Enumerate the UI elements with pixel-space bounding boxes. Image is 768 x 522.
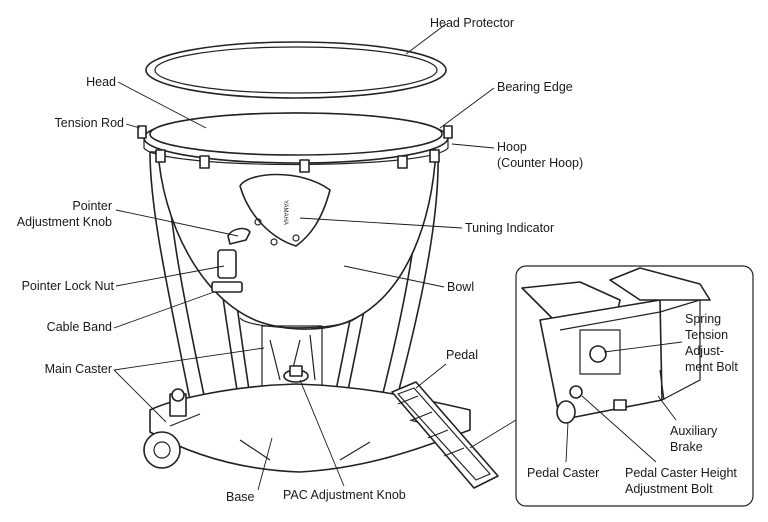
label-pedal-caster: Pedal Caster	[527, 466, 600, 480]
label-pointer-adjustment-knob-line2: Adjustment Knob	[16, 215, 112, 229]
label-tuning-indicator: Tuning Indicator	[465, 221, 555, 235]
pointer-knob-drawing	[211, 227, 251, 293]
label-bowl: Bowl	[447, 280, 475, 294]
label-pointer-adjustment-knob-line1: Pointer	[72, 199, 112, 213]
label-head: Head	[86, 75, 116, 89]
label-pedal: Pedal	[446, 348, 478, 362]
inset-drawing	[515, 265, 754, 507]
label-pac-adjustment-knob: PAC Adjustment Knob	[283, 488, 406, 502]
head-protector-drawing	[145, 41, 447, 99]
yamaha-logo: YAMAHA	[282, 200, 288, 225]
label-hoop-sub: (Counter Hoop)	[497, 156, 584, 170]
label-tension-rod: Tension Rod	[54, 116, 125, 130]
label-auxiliary-brake-line2: Brake	[670, 440, 703, 454]
label-spring-tension-line1: Spring	[685, 312, 722, 326]
label-auxiliary-brake-line1: Auxiliary	[670, 424, 718, 438]
label-spring-tension-line3: Adjust-	[685, 344, 724, 358]
label-spring-tension-line2: Tension	[685, 328, 729, 342]
tuning-indicator-drawing: YAMAHA	[239, 173, 331, 247]
pedal-drawing	[391, 381, 499, 489]
main-caster-drawing	[143, 388, 187, 469]
label-base: Base	[226, 490, 255, 504]
label-hoop: Hoop	[497, 140, 527, 154]
label-pedal-caster-height-line2: Adjustment Bolt	[625, 482, 713, 496]
center-mechanism-drawing	[261, 325, 323, 387]
label-main-caster: Main Caster	[44, 362, 112, 376]
label-pointer-lock-nut: Pointer Lock Nut	[21, 279, 114, 293]
label-pedal-caster-height-line1: Pedal Caster Height	[625, 466, 737, 480]
leader-lines	[113, 23, 683, 491]
label-head-protector: Head Protector	[430, 16, 515, 30]
label-cable-band: Cable Band	[46, 320, 112, 334]
label-bearing-edge: Bearing Edge	[497, 80, 573, 94]
label-spring-tension-line4: ment Bolt	[685, 360, 738, 374]
base-drawing	[149, 383, 471, 473]
hoop-drawing	[137, 112, 453, 173]
